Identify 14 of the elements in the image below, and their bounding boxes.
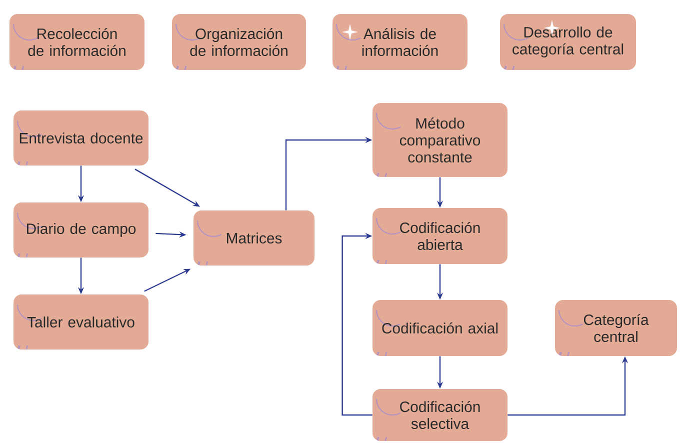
- process-box: Organización de información: [172, 14, 306, 70]
- process-box: Método comparativo constante: [372, 103, 508, 177]
- process-box: Categoría central: [555, 300, 677, 356]
- process-box: Entrevista docente: [14, 110, 148, 166]
- process-box: Matrices: [194, 210, 314, 266]
- process-box: Análisis de información: [332, 14, 468, 70]
- process-box: Codificación axial: [372, 300, 508, 356]
- process-box: Taller evaluativo: [14, 294, 148, 350]
- arrow: [342, 232, 372, 416]
- process-box: Recolección de información: [10, 14, 144, 70]
- process-box: Diario de campo: [14, 202, 148, 258]
- process-box: Codificación selectiva: [372, 389, 508, 441]
- process-box: Desarrollo de categoría central: [500, 14, 636, 70]
- process-box: Codificación abierta: [372, 208, 508, 264]
